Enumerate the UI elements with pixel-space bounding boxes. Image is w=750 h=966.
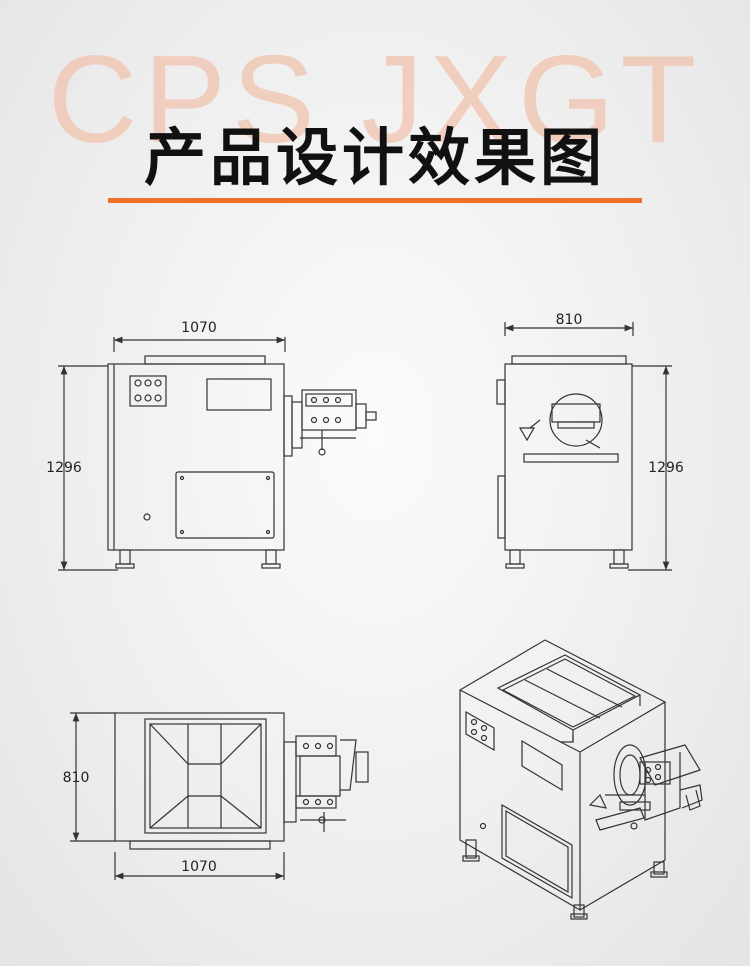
page-title: 产品设计效果图 <box>143 121 606 194</box>
top-depth-label: 810 <box>63 770 90 786</box>
isometric-view <box>458 639 703 920</box>
front-height-label: 1296 <box>46 460 82 476</box>
top-width-label: 1070 <box>181 859 217 875</box>
top-view: 810 1070 <box>63 712 369 880</box>
side-width-label: 810 <box>556 312 583 328</box>
brand-watermark: CPS JXGT <box>47 31 703 169</box>
title-underline <box>108 198 642 203</box>
front-view: 1070 1296 <box>46 320 377 571</box>
side-view: 810 1296 <box>496 312 684 571</box>
front-width-label: 1070 <box>181 320 217 336</box>
side-height-label: 1296 <box>648 460 684 476</box>
